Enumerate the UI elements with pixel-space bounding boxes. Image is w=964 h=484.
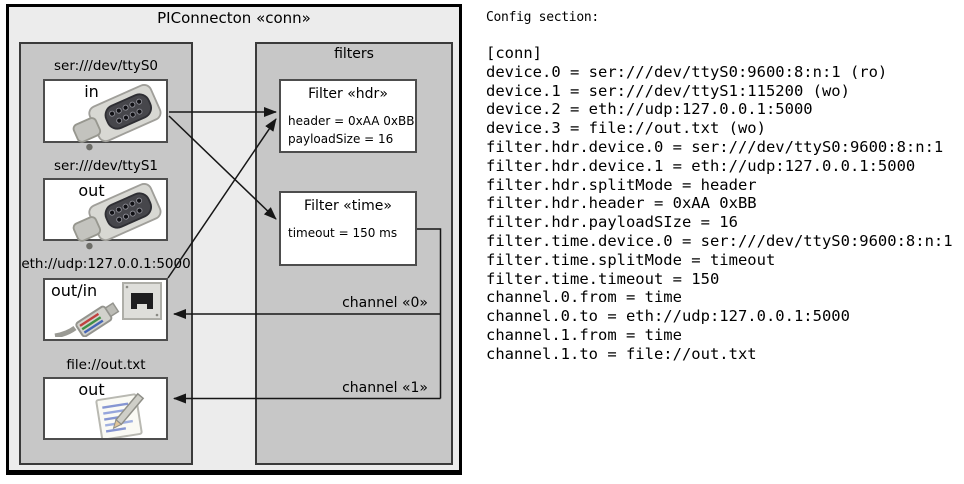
channel-1-label: channel «1» <box>342 380 428 396</box>
device-port-label: out/in <box>51 281 98 300</box>
device-box-file: out <box>43 377 168 440</box>
filter-property: header = 0xAA 0xBB <box>288 114 415 128</box>
filter-title: Filter «hdr» <box>308 86 388 102</box>
device-uri-ttys1: ser:///dev/ttyS1 <box>54 158 158 174</box>
filter-property: timeout = 150 ms <box>288 226 398 240</box>
filter-property: payloadSize = 16 <box>288 132 394 146</box>
ethernet-icon <box>54 282 162 337</box>
config-heading: Config section: <box>486 10 599 25</box>
notepad-icon <box>95 392 145 438</box>
device-port-label: out <box>78 181 105 200</box>
device-uri-ttys0: ser:///dev/ttyS0 <box>54 58 158 74</box>
filter-properties: header = 0xAA 0xBB payloadSize = 16 <box>288 112 415 148</box>
filters-group-label: filters <box>334 46 374 62</box>
config-text: [conn] device.0 = ser:///dev/ttyS0:9600:… <box>486 44 953 363</box>
serial-connector-icon <box>72 83 162 151</box>
device-uri-file: file://out.txt <box>66 357 146 373</box>
filter-properties: timeout = 150 ms <box>288 224 415 242</box>
device-port-label: out <box>78 380 105 399</box>
filter-box-time: Filter «time» timeout = 150 ms <box>279 191 417 266</box>
filter-title: Filter «time» <box>304 198 392 214</box>
channel-0-label: channel «0» <box>342 295 428 311</box>
serial-connector-icon <box>72 182 162 250</box>
diagram-title: PIConnecton «conn» <box>157 9 311 27</box>
filter-box-hdr: Filter «hdr» header = 0xAA 0xBB payloadS… <box>279 79 417 153</box>
device-box-ttys0: in <box>43 79 168 151</box>
config-panel: Config section: [conn] device.0 = ser://… <box>486 10 953 364</box>
device-port-label: in <box>84 82 99 101</box>
device-uri-eth: eth://udp:127.0.0.1:5000 <box>21 256 191 272</box>
device-box-ttys1: out <box>43 178 168 250</box>
device-box-eth: out/in <box>43 278 168 341</box>
